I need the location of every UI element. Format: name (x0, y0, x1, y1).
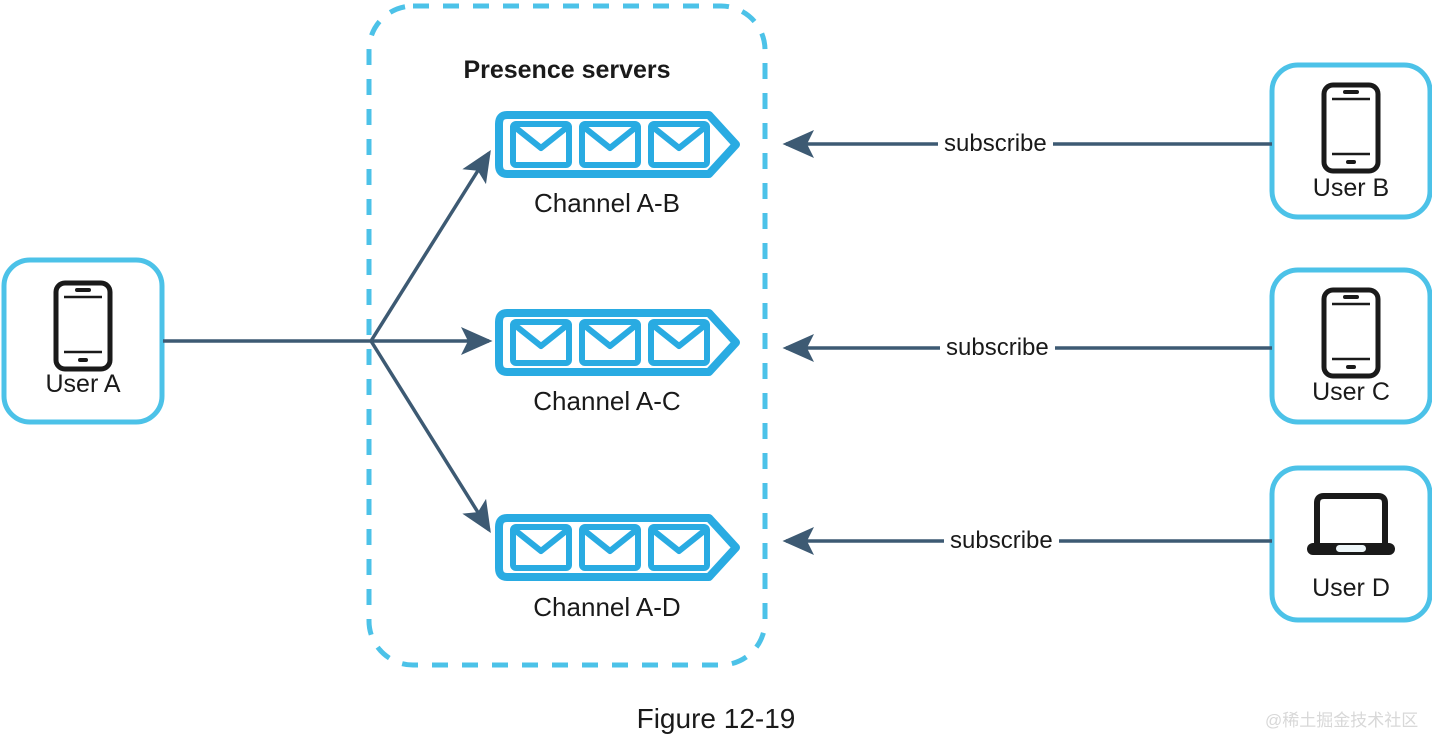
envelope-icon (648, 524, 710, 571)
presence-servers-title: Presence servers (463, 56, 671, 84)
channel-shape-a-d[interactable] (495, 514, 740, 581)
envelope-icon (579, 319, 641, 366)
edge-user-a-to-channel-a-b (369, 150, 491, 342)
node-label-user-d: User D (1312, 574, 1390, 602)
edge-label-subscribe-user-c: subscribe (940, 336, 1055, 360)
channel-label-a-d: Channel A-D (533, 592, 681, 622)
envelope-icon (579, 121, 641, 168)
edge-label-subscribe-user-d: subscribe (944, 529, 1059, 553)
node-box-user-b[interactable] (1269, 62, 1432, 220)
envelope-icon (648, 319, 710, 366)
channel-shape-a-b[interactable] (495, 111, 740, 178)
edge-label-subscribe-user-b: subscribe (938, 132, 1053, 156)
envelope-icon (579, 524, 641, 571)
figure-caption: Figure 12-19 (636, 703, 796, 734)
node-box-user-a[interactable] (1, 257, 165, 425)
envelope-icon (510, 319, 572, 366)
channel-shape-a-c[interactable] (495, 309, 740, 376)
envelope-icon (648, 121, 710, 168)
node-box-user-c[interactable] (1269, 267, 1432, 425)
mobile-phone-icon (1321, 82, 1381, 174)
mobile-phone-icon (1321, 287, 1381, 379)
node-label-user-a: User A (45, 370, 121, 398)
watermark: @稀土掘金技术社区 (1265, 711, 1419, 730)
envelope-icon (510, 121, 572, 168)
channel-label-a-c: Channel A-C (533, 386, 681, 416)
channel-label-a-b: Channel A-B (534, 188, 680, 218)
node-label-user-b: User B (1312, 174, 1390, 202)
presence-servers-group-border (366, 3, 768, 668)
node-label-user-c: User C (1312, 378, 1390, 406)
mobile-phone-icon (53, 280, 113, 372)
laptop-icon (1307, 493, 1395, 555)
envelope-icon (510, 524, 572, 571)
edge-user-a-to-channel-a-d (369, 340, 491, 533)
